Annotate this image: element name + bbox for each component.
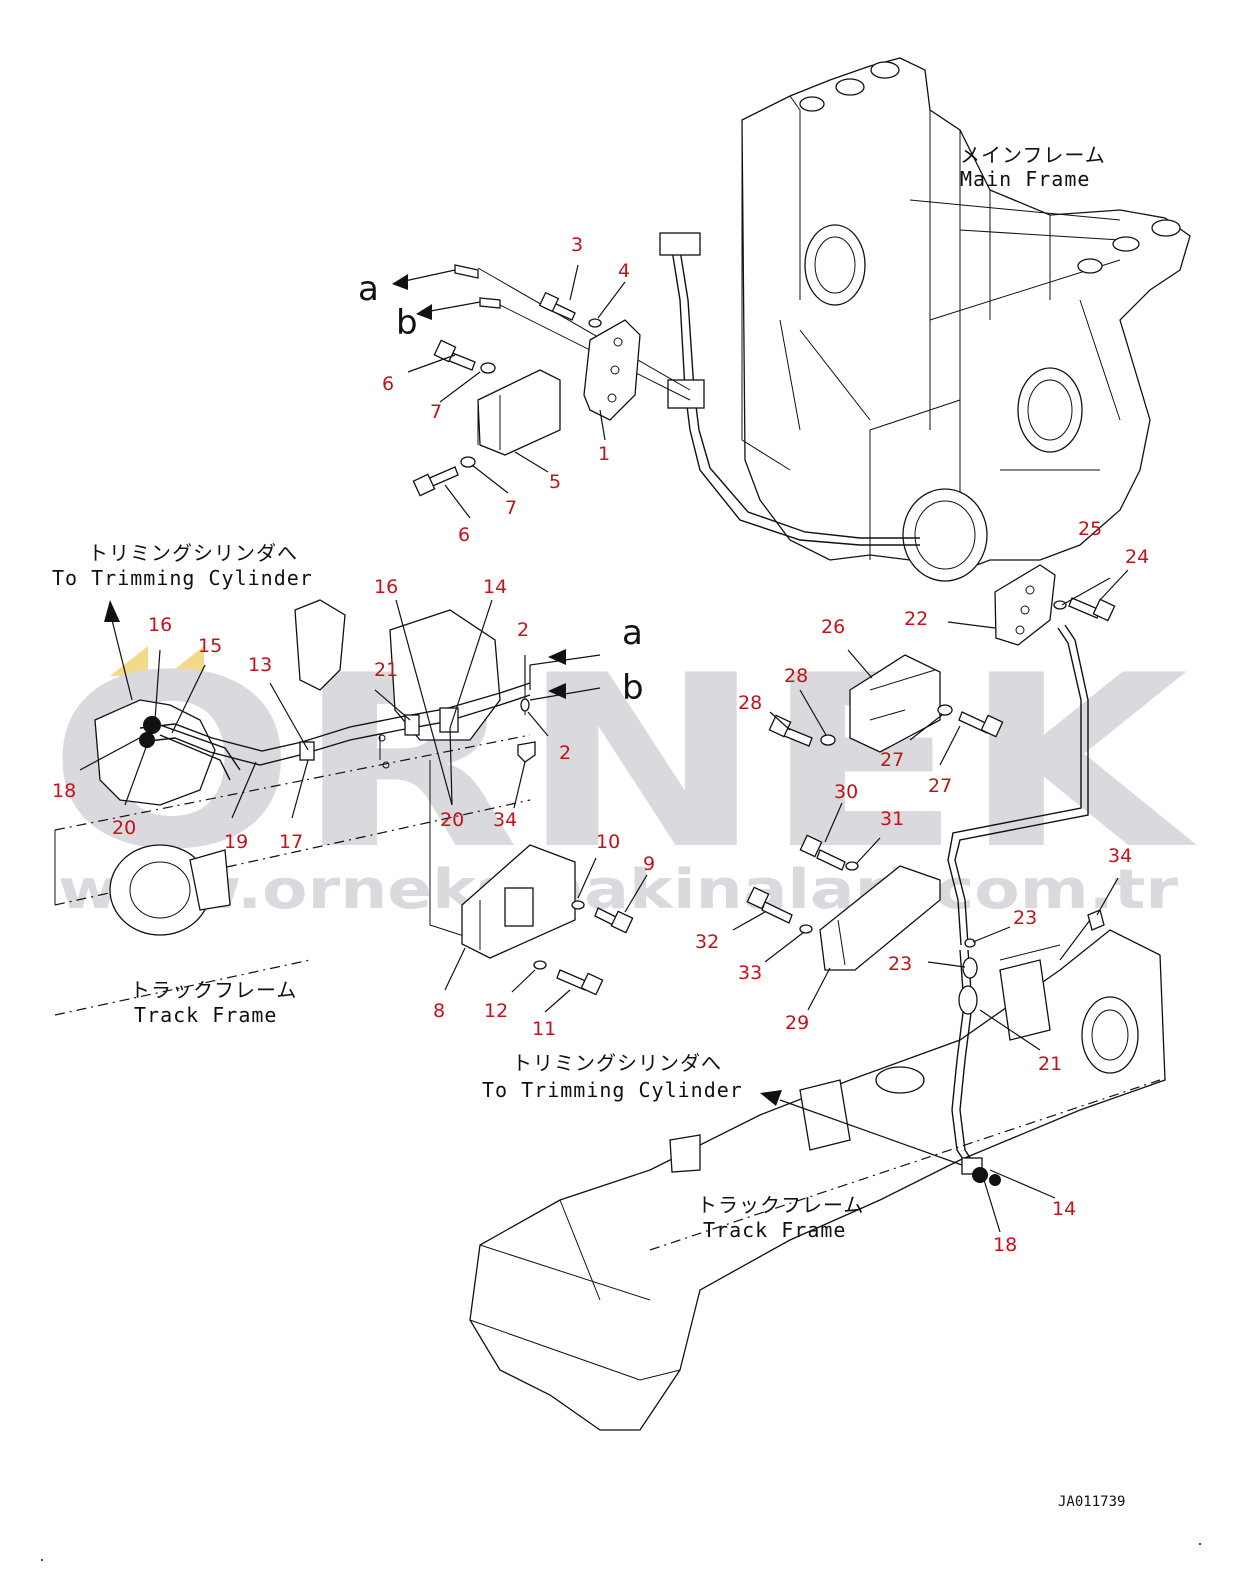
connection-a-top: a: [358, 269, 379, 309]
part-label: 18: [52, 780, 76, 802]
connection-a-mid: a: [622, 613, 643, 653]
trim-left-caption-en: To Trimming Cylinder: [52, 566, 313, 590]
part-label: 25: [1078, 518, 1102, 540]
drawing-code: JA011739: [1058, 1494, 1125, 1510]
captions: メインフレーム Main Frame トリミングシリンダへ To Trimmin…: [52, 143, 1125, 1510]
track-left-caption-en: Track Frame: [134, 1003, 277, 1027]
connection-b-mid: b: [622, 668, 644, 708]
trim-left-caption-jp: トリミングシリンダへ: [88, 541, 298, 565]
track-right-caption-jp: トラックフレーム: [697, 1193, 864, 1217]
part-label: 6: [382, 373, 394, 395]
part-labels: 3 4 6 7 7 5 1 6 16 14 2 2 16 15 13 21 18…: [52, 234, 1149, 1256]
part-label: 17: [279, 831, 303, 853]
part-label: 31: [880, 808, 904, 830]
part-label: 27: [928, 775, 952, 797]
trim-bottom-caption-jp: トリミングシリンダへ: [512, 1051, 722, 1075]
part-label: 32: [695, 931, 719, 953]
part-label: 20: [112, 817, 136, 839]
part-label: 7: [505, 497, 517, 519]
watermark: ORNEK www.orneksmakinalari.com.tr: [48, 625, 1197, 921]
part-label: 16: [148, 614, 172, 636]
part-label: 4: [618, 260, 630, 282]
leader-lines: [79, 264, 1129, 1233]
part-label: 23: [1013, 907, 1037, 929]
trim-bottom-caption-en: To Trimming Cylinder: [482, 1078, 743, 1102]
part-label: 9: [643, 853, 655, 875]
main-frame-caption-en: Main Frame: [960, 167, 1090, 191]
part-label: 12: [484, 1000, 508, 1022]
main-frame-caption-jp: メインフレーム: [960, 143, 1106, 167]
left-track-frame: [54, 599, 531, 1016]
track-left-caption-jp: トラックフレーム: [130, 978, 297, 1002]
part-label: 34: [1108, 845, 1132, 867]
cover-group-left: [461, 844, 634, 996]
part-label: 1: [598, 443, 610, 465]
left-hose-assembly: [139, 682, 536, 939]
part-label: 28: [738, 692, 762, 714]
part-label: 11: [532, 1018, 556, 1040]
part-label: 14: [1052, 1198, 1076, 1220]
part-label: 21: [1038, 1053, 1062, 1075]
part-label: 21: [374, 659, 398, 681]
part-label: 28: [784, 665, 808, 687]
part-label: 14: [483, 576, 507, 598]
part-label: 15: [198, 635, 222, 657]
top-connection-arrows: a b: [358, 269, 481, 343]
part-label: 23: [888, 953, 912, 975]
watermark-url: www.orneksmakinalari.com.tr: [58, 858, 1178, 921]
part-label: 10: [596, 831, 620, 853]
part-label: 3: [571, 234, 583, 256]
part-label: 6: [458, 524, 470, 546]
part-label: 30: [834, 781, 858, 803]
part-label: 2: [559, 742, 571, 764]
part-label: 2: [517, 619, 529, 641]
part-label: 5: [549, 471, 561, 493]
part-label: 18: [993, 1234, 1017, 1256]
track-right-caption-en: Track Frame: [703, 1218, 846, 1242]
part-label: 16: [374, 576, 398, 598]
mid-connection-arrows: a b: [529, 613, 644, 708]
part-label: 26: [821, 616, 845, 638]
part-label: 24: [1125, 546, 1149, 568]
part-label: 13: [248, 654, 272, 676]
part-label: 19: [224, 831, 248, 853]
connection-b-top: b: [396, 303, 418, 343]
right-bracket-group: [768, 564, 1116, 946]
part-label: 7: [430, 401, 442, 423]
part-label: 8: [433, 1000, 445, 1022]
right-track-frame: [469, 929, 1166, 1431]
right-hose-assembly: [951, 909, 1105, 1186]
watermark-brand: ORNEK: [48, 625, 1197, 902]
part-label: 20: [440, 809, 464, 831]
part-label: 27: [880, 749, 904, 771]
main-frame-drawing: [741, 57, 1191, 582]
upper-bracket-group: [412, 264, 641, 497]
part-label: 22: [904, 608, 928, 630]
part-label: 34: [493, 809, 517, 831]
cover-group-right: [746, 834, 941, 971]
part-label: 33: [738, 962, 762, 984]
part-label: 29: [785, 1012, 809, 1034]
